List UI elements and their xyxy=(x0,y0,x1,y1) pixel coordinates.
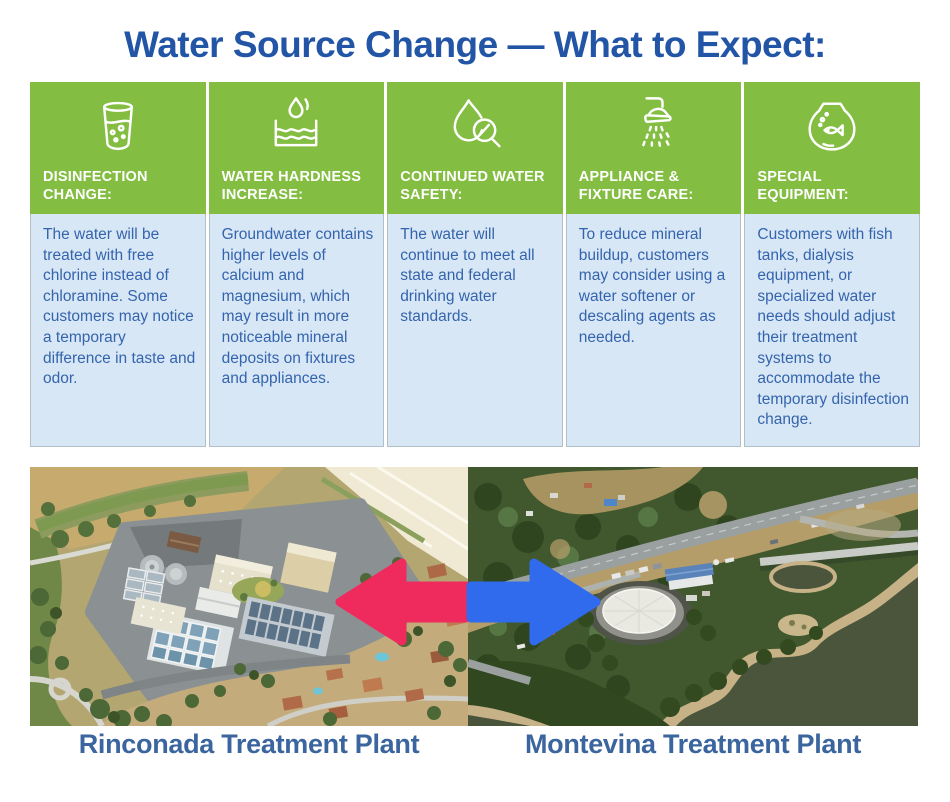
column-body-cell: Groundwater contains higher levels of ca… xyxy=(208,214,385,447)
right-photo-caption: Montevina Treatment Plant xyxy=(524,729,862,759)
column-header-label: WATER HARDNESS INCREASE: xyxy=(221,168,362,204)
column-header-label: SPECIAL EQUIPMENT: xyxy=(757,168,849,204)
page-title: Water Source Change — What to Expect: xyxy=(124,24,826,65)
column-header-label: APPLIANCE & FIXTURE CARE: xyxy=(578,168,694,204)
photo-captions: Rinconada Treatment Plant Montevina Trea… xyxy=(30,729,918,760)
water-glass-icon xyxy=(84,92,152,160)
table-column-hardness: WATER HARDNESS INCREASE: Groundwater con… xyxy=(208,82,385,447)
photos-section xyxy=(30,467,918,726)
table-column-safety: CONTINUED WATER SAFETY: The water will c… xyxy=(387,82,563,447)
column-header-label: CONTINUED WATER SAFETY: xyxy=(400,168,545,204)
infographic-page: Water Source Change — What to Expect: DI… xyxy=(0,24,950,760)
column-header-cell: CONTINUED WATER SAFETY: xyxy=(387,82,563,214)
column-body-cell: The water will be treated with free chlo… xyxy=(30,214,206,447)
column-body-cell: The water will continue to meet all stat… xyxy=(387,214,563,447)
column-body-cell: To reduce mineral buildup, customers may… xyxy=(565,214,742,447)
table-column-appliance: APPLIANCE & FIXTURE CARE: To reduce mine… xyxy=(565,82,742,447)
shower-head-icon xyxy=(620,92,688,160)
table-column-disinfection: DISINFECTION CHANGE: The water will be t… xyxy=(30,82,206,447)
left-photo-caption: Rinconada Treatment Plant xyxy=(78,729,420,759)
expectations-table: DISINFECTION CHANGE: The water will be t… xyxy=(30,82,920,447)
table-column-special: SPECIAL EQUIPMENT: Customers with fish t… xyxy=(744,82,920,447)
column-header-cell: APPLIANCE & FIXTURE CARE: xyxy=(565,82,742,214)
rinconada-aerial-photo xyxy=(30,467,468,726)
fish-bowl-icon xyxy=(798,92,866,160)
column-header-cell: SPECIAL EQUIPMENT: xyxy=(744,82,920,214)
column-header-label: DISINFECTION CHANGE: xyxy=(43,168,148,204)
column-header-cell: DISINFECTION CHANGE: xyxy=(30,82,206,214)
montevina-aerial-photo xyxy=(468,467,918,726)
column-body-cell: Customers with fish tanks, dialysis equi… xyxy=(744,214,920,447)
droplet-magnifier-icon xyxy=(441,92,509,160)
column-header-cell: WATER HARDNESS INCREASE: xyxy=(208,82,385,214)
water-hardness-basin-icon xyxy=(262,92,330,160)
